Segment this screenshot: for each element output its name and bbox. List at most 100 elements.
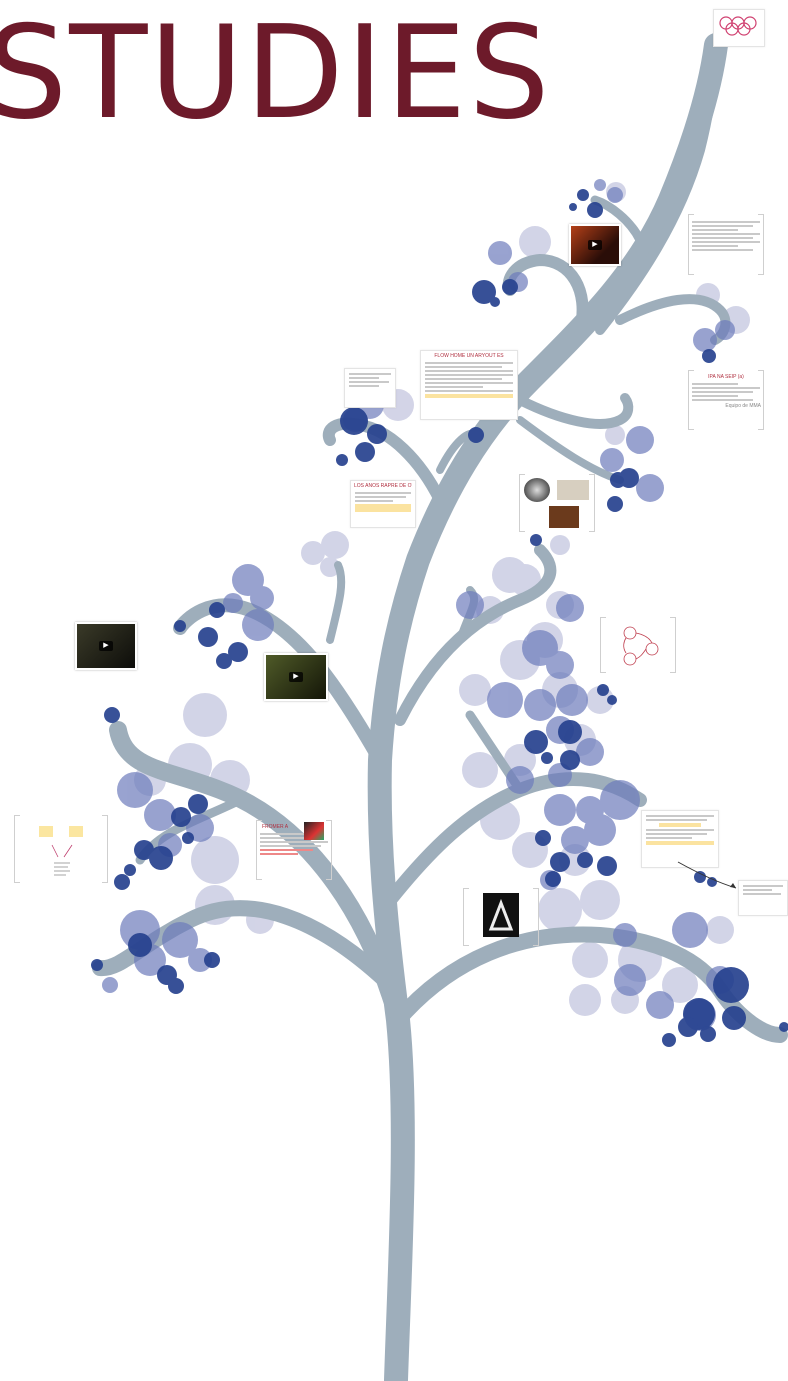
foliage-bubble	[614, 964, 646, 996]
foliage-bubble	[104, 707, 120, 723]
foliage-bubble	[607, 496, 623, 512]
foliage-bubble	[561, 826, 589, 854]
foliage-bubble	[779, 1022, 788, 1032]
foliage-bubble	[524, 730, 548, 754]
branch-center-right-low	[516, 416, 624, 484]
tree-trunk	[367, 33, 728, 1381]
foliage-bubble	[715, 320, 735, 340]
branch-left-mid-curl	[326, 561, 346, 644]
text-card-center-top[interactable]: FLOW HOME UN ARYOUT ES	[420, 350, 518, 420]
foliage-bubble	[619, 468, 639, 488]
foliage-bubble	[524, 689, 556, 721]
foliage-bubble	[468, 427, 484, 443]
foliage-bubble	[545, 871, 561, 887]
foliage-bubble	[700, 1026, 716, 1042]
branch-upper-left-tip	[590, 195, 645, 245]
branch-left-lower	[92, 900, 393, 988]
photo-collage-card[interactable]	[519, 474, 595, 532]
foliage-bubble	[572, 942, 608, 978]
bw-photo-card[interactable]	[463, 888, 539, 946]
foliage-bubble	[242, 609, 274, 641]
foliage-bubble	[462, 752, 498, 788]
foliage-bubble	[472, 280, 496, 304]
video-thumbnail-left[interactable]: ▶	[75, 622, 137, 670]
foliage-bubble	[584, 814, 616, 846]
text-card-lower-left-title: FROMER A	[262, 824, 289, 830]
foliage-bubble	[188, 948, 212, 972]
foliage-bubble	[694, 871, 706, 883]
page-title: STUDIES	[0, 0, 552, 148]
branch-left-large	[109, 721, 401, 1009]
foliage-bubble	[678, 1017, 698, 1037]
text-card-far-right[interactable]	[738, 880, 788, 916]
play-icon[interactable]: ▶	[289, 672, 303, 682]
foliage-bubble	[530, 534, 542, 546]
foliage-bubble	[209, 602, 225, 618]
text-card-right[interactable]: IPA NA SEIP (a) Equipo de MMA	[688, 370, 764, 430]
foliage-bubble	[191, 836, 239, 884]
foliage-bubble	[550, 852, 570, 872]
foliage-bubble	[556, 594, 584, 622]
foliage-bubble	[577, 852, 593, 868]
foliage-bubble	[646, 991, 674, 1019]
foliage-bubble	[613, 923, 637, 947]
foliage-bubble	[168, 978, 184, 994]
text-card-right-title: IPA NA SEIP (a)	[708, 374, 744, 380]
cycle-diagram-icon	[623, 626, 659, 666]
branch-upper-left	[502, 253, 589, 336]
postit-note	[68, 826, 83, 837]
connector-arrow	[677, 861, 737, 889]
foliage-bubble	[162, 922, 198, 958]
postit-note	[39, 826, 54, 837]
foliage-bubble	[198, 627, 218, 647]
foliage-bubble	[546, 651, 574, 679]
foliage-bubble	[662, 967, 698, 1003]
foliage-bubble	[367, 424, 387, 444]
video-thumbnail-top[interactable]: ▶	[569, 224, 621, 266]
foliage-bubble	[538, 888, 582, 932]
foliage-bubble	[706, 916, 734, 944]
foliage-bubble	[355, 442, 375, 462]
foliage-bubble	[124, 864, 136, 876]
foliage-bubble	[188, 794, 208, 814]
foliage-bubble	[340, 407, 368, 435]
foliage-bubble	[587, 202, 603, 218]
text-card-center-top-title: FLOW HOME UN ARYOUT ES	[434, 353, 504, 359]
branch-right-upper	[394, 544, 557, 726]
play-icon[interactable]: ▶	[588, 240, 602, 250]
foliage-bubble	[506, 766, 534, 794]
text-card-center-left[interactable]: LOS ANOS RAPRE DE OTRE	[350, 480, 416, 528]
foliage-bubble	[535, 830, 551, 846]
foliage-bubble	[171, 807, 191, 827]
rings-card[interactable]	[713, 9, 765, 47]
parchment-photo	[557, 480, 589, 500]
olympic-rings-icon	[719, 16, 757, 36]
text-card-center-small[interactable]	[344, 368, 396, 408]
foliage-bubble	[607, 695, 617, 705]
postit-diagram-card[interactable]	[14, 815, 108, 883]
foliage-bubble	[504, 744, 536, 776]
foliage-bubble	[594, 179, 606, 191]
foliage-bubble	[459, 674, 491, 706]
video-thumbnail-center[interactable]: ▶	[264, 653, 328, 701]
text-card-lower-right[interactable]	[641, 810, 719, 868]
foliage-bubble	[607, 187, 623, 203]
arrow-diagram-icon	[51, 844, 73, 876]
foliage-bubble	[102, 977, 118, 993]
foliage-bubble	[702, 349, 716, 363]
text-card-center-left-title: LOS ANOS RAPRE DE OTRE	[354, 483, 412, 489]
foliage-bubble	[490, 297, 500, 307]
foliage-bubble	[707, 877, 717, 887]
foliage-bubble	[502, 279, 518, 295]
play-icon[interactable]: ▶	[99, 641, 113, 651]
foliage-bubble	[544, 794, 576, 826]
text-card-lower-left[interactable]: FROMER A	[256, 820, 332, 880]
foliage-bubble	[569, 203, 577, 211]
foliage-bubble	[114, 874, 130, 890]
foliage-bubble	[228, 642, 248, 662]
cycle-diagram-card[interactable]	[600, 617, 676, 673]
foliage-bubble	[321, 531, 349, 559]
foliage-bubble	[174, 620, 186, 632]
foliage-bubble	[713, 967, 749, 1003]
text-card-top-right[interactable]	[688, 214, 764, 275]
